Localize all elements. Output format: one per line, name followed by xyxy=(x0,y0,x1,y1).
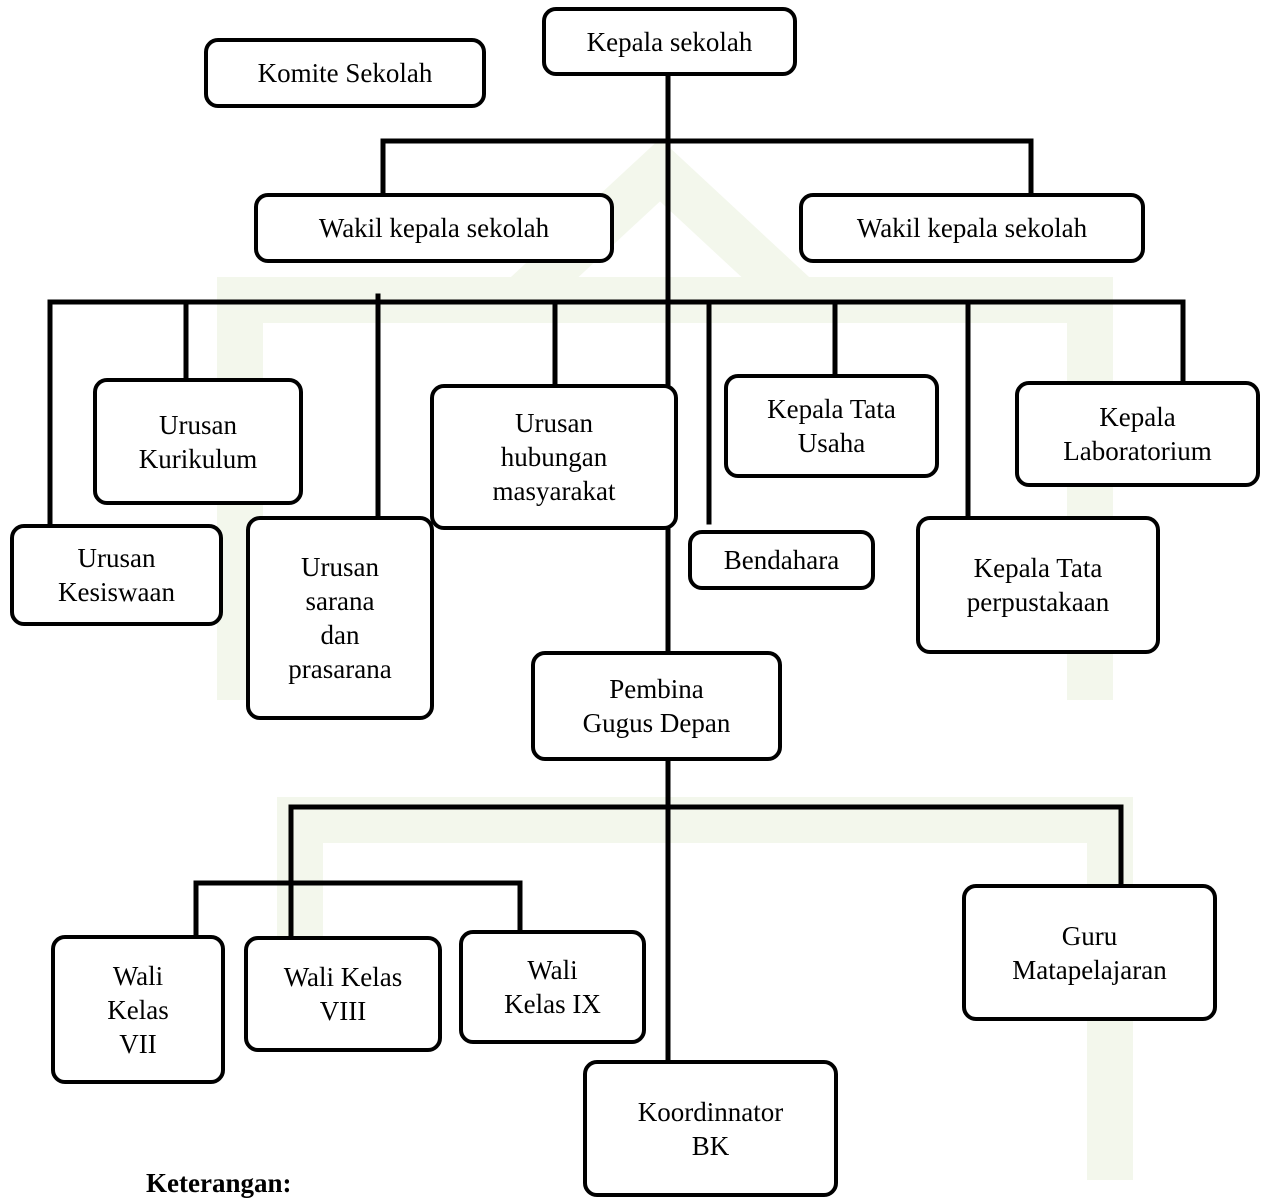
node-urusan-kesiswaan: Urusan Kesiswaan xyxy=(10,524,223,626)
node-guru-matapelajaran: Guru Matapelajaran xyxy=(962,884,1217,1021)
node-urusan-humas: Urusan hubungan masyarakat xyxy=(430,384,678,530)
node-koordinator-bk: Koordinnator BK xyxy=(583,1060,838,1197)
node-wali-kelas-ix: Wali Kelas IX xyxy=(459,930,646,1044)
node-wakil-kepala-sekolah-right: Wakil kepala sekolah xyxy=(799,193,1145,263)
node-kepala-tata-usaha: Kepala Tata Usaha xyxy=(724,374,939,478)
node-kepala-laboratorium: Kepala Laboratorium xyxy=(1015,381,1260,487)
node-wali-kelas-viii: Wali Kelas VIII xyxy=(244,936,442,1052)
node-wakil-kepala-sekolah-left: Wakil kepala sekolah xyxy=(254,193,614,263)
node-wali-kelas-vii: Wali Kelas VII xyxy=(51,935,225,1084)
note-label: Keterangan: xyxy=(146,1168,292,1198)
node-kepala-sekolah: Kepala sekolah xyxy=(542,7,797,76)
node-urusan-kurikulum: Urusan Kurikulum xyxy=(93,378,303,505)
node-pembina-gugus-depan: Pembina Gugus Depan xyxy=(531,651,782,761)
node-komite-sekolah: Komite Sekolah xyxy=(204,38,486,108)
node-urusan-sarana-prasarana: Urusan sarana dan prasarana xyxy=(246,516,434,720)
node-bendahara: Bendahara xyxy=(688,530,875,590)
node-kepala-perpustakaan: Kepala Tata perpustakaan xyxy=(916,516,1160,654)
